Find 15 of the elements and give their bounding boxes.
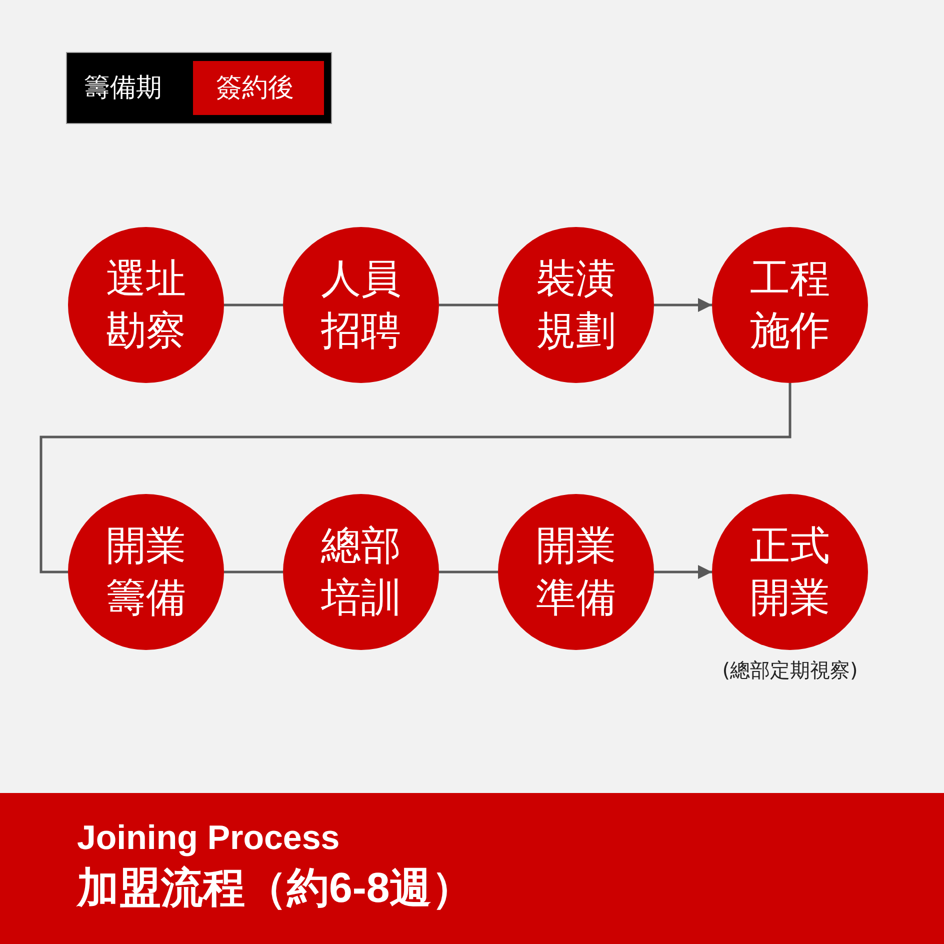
step-label: 開業準備: [535, 522, 617, 623]
connector-arrow: [654, 298, 712, 312]
step-label: 總部培訓: [320, 522, 402, 623]
step-note: (總部定期視察): [721, 658, 859, 682]
step-label: 人員招聘: [320, 255, 402, 356]
step-label: 工程施作: [749, 255, 831, 356]
legend-label: 簽約後: [216, 72, 294, 104]
step-label: 裝潢規劃: [535, 255, 617, 356]
connector-arrow: [654, 565, 712, 579]
title: Joining Process: [77, 818, 340, 858]
step-label: 開業籌備: [105, 522, 187, 623]
legend-label: 籌備期: [84, 72, 162, 104]
step-label: 選址勘察: [105, 255, 187, 356]
step-label: 正式開業: [749, 522, 831, 623]
subtitle: 加盟流程（約6-8週）: [77, 863, 474, 913]
